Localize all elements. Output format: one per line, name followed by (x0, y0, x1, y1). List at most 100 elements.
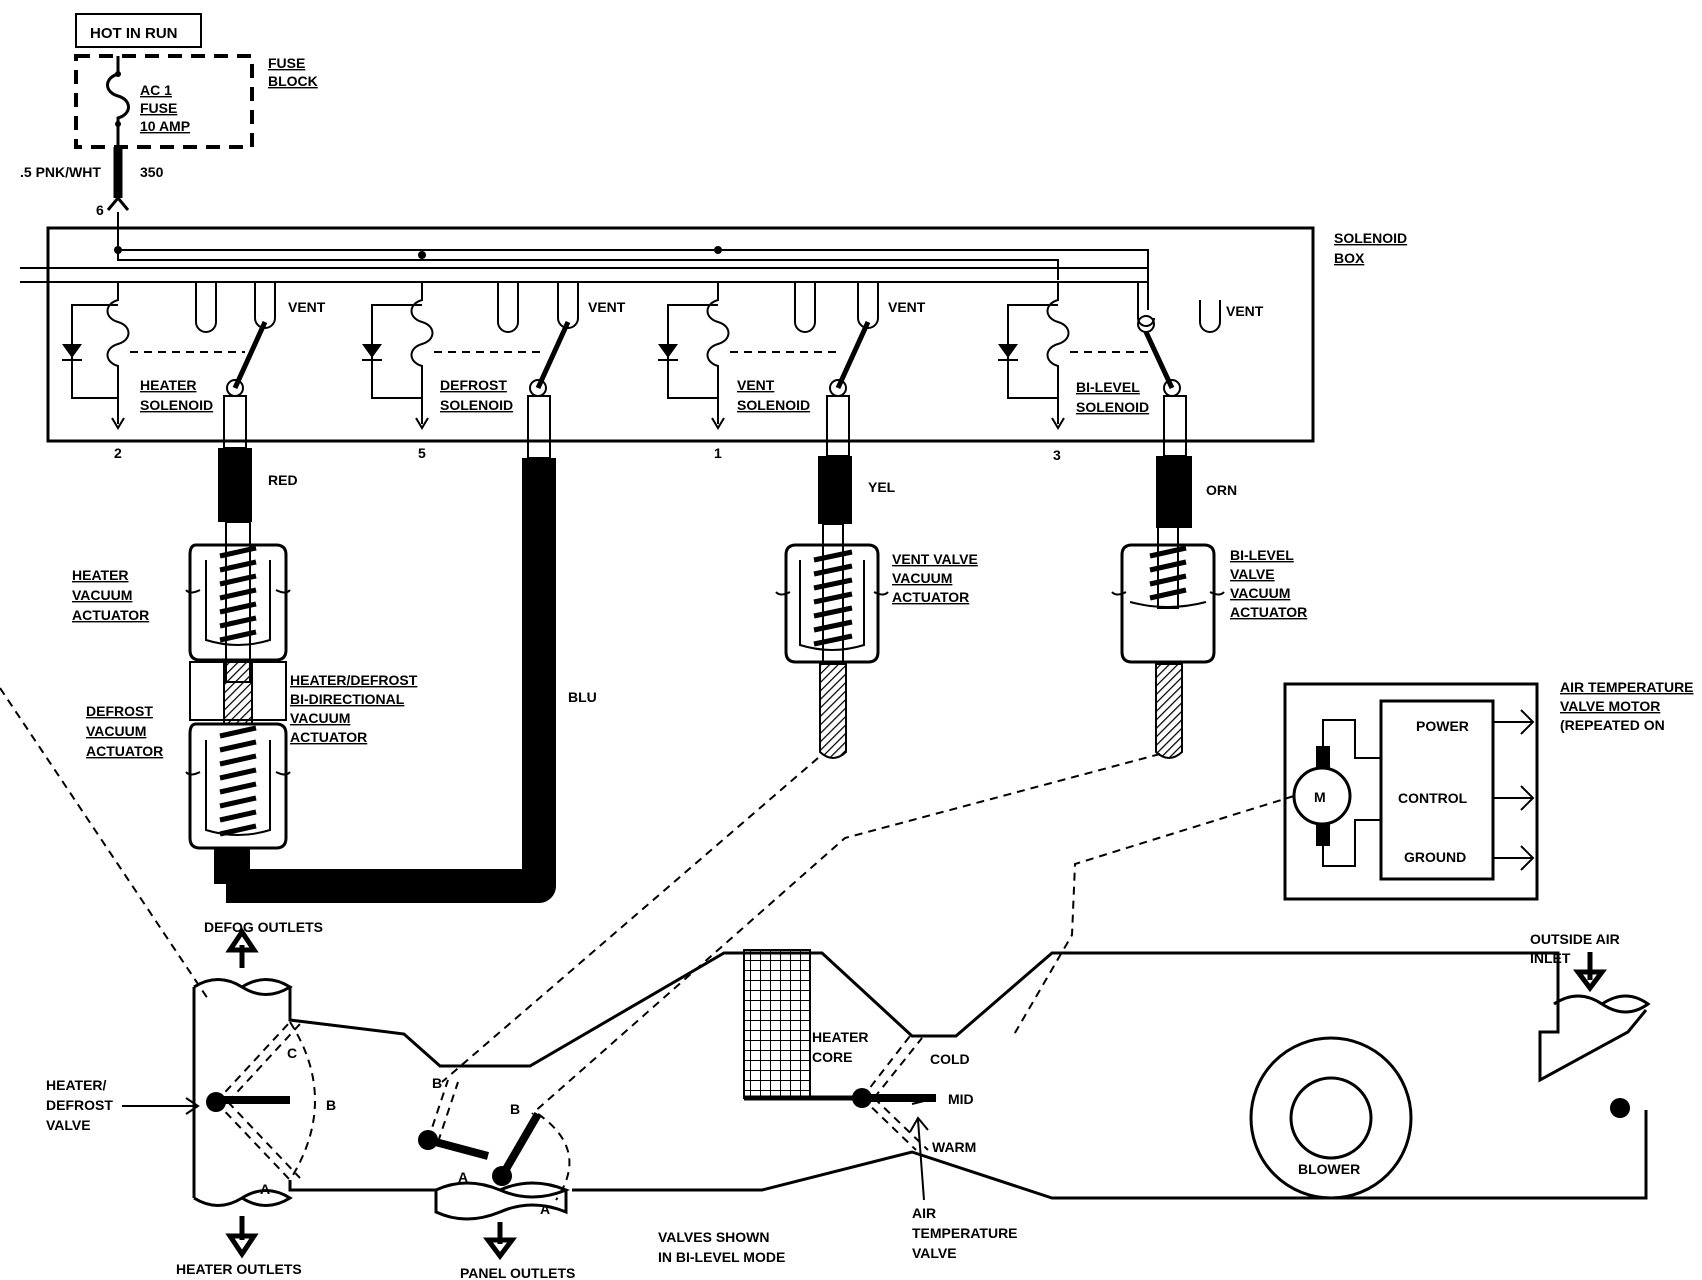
motor-lead-bottom (1322, 819, 1381, 867)
bilevel-valve-pos-a-label: A (540, 1201, 550, 1217)
solenoid-box: SOLENOID BOX VENT HEATER SOLENOID 2 (20, 212, 1407, 463)
defrost-actuator-diaphragm (205, 740, 271, 836)
heater-defrost-valve-label-3: VALVE (46, 1117, 91, 1133)
vent-actuator-housing (784, 543, 880, 664)
vent-valve-blade (426, 1136, 490, 1160)
power-bus (117, 212, 1059, 280)
heater-vent-label: VENT (288, 299, 326, 315)
defrost-linkage (0, 687, 211, 1003)
bilevel-solenoid-label-2: SOLENOID (1076, 399, 1149, 415)
motor-title-1: AIR TEMPERATURE (1560, 679, 1694, 695)
bilevel-valve-actuator: BI-LEVEL VALVE VACUUM ACTUATOR (1111, 523, 1307, 759)
defrost-port-vent (557, 282, 579, 329)
power-feed: HOT IN RUN AC 1 FUSE 10 AMP FUSE BLOCK .… (20, 13, 318, 218)
circuit-label: 350 (140, 164, 164, 180)
blower-wheel (1289, 1076, 1373, 1160)
vent-valve-pos-a-label: A (458, 1169, 468, 1185)
motor-title-2: VALVE MOTOR (1560, 698, 1660, 714)
heater-defrost-pos-b: B (326, 1097, 336, 1113)
hot-in-run-label: HOT IN RUN (90, 25, 178, 42)
vent-port-vent (857, 282, 879, 329)
heater-core-label-2: CORE (812, 1049, 852, 1065)
bilevel-actuator-label-2: VALVE (1230, 566, 1275, 582)
vent-linkage (441, 757, 819, 1083)
outside-air-door-pivot (1610, 1098, 1630, 1118)
motor-terminal-ground: GROUND (1404, 849, 1466, 865)
hot-in-run-box (75, 13, 202, 48)
solenoid-box-title-2: BOX (1334, 250, 1365, 266)
valves-note-2: IN BI-LEVEL MODE (658, 1249, 785, 1265)
defrost-solenoid-coil (410, 282, 434, 424)
heater-port-vent (254, 282, 276, 329)
motor-symbol-label: M (1314, 789, 1326, 805)
defrost-solenoid-label-2: SOLENOID (440, 397, 513, 413)
connector-6-symbol (106, 195, 130, 211)
blu-hose (226, 458, 556, 903)
bus-node-2 (418, 251, 426, 259)
yel-hose-label: YEL (868, 479, 896, 495)
bilevel-actuator-label-4: ACTUATOR (1230, 604, 1307, 620)
fuse-node-bottom (115, 121, 121, 127)
fuse-node-top (115, 71, 121, 77)
panel-outlet-arrow (483, 1222, 517, 1261)
fuse-label-3: 10 AMP (140, 118, 190, 134)
air-temp-valve-cold (861, 1035, 923, 1099)
heater-defrost-valve-label-1: HEATER/ (46, 1077, 107, 1093)
bidirectional-label-4: ACTUATOR (290, 729, 367, 745)
orn-hose-label: ORN (1206, 482, 1237, 498)
defog-outlets-label: DEFOG OUTLETS (204, 919, 323, 935)
bus-node-3 (714, 246, 722, 254)
fuse-label-1: AC 1 (140, 82, 172, 98)
red-hose (218, 448, 252, 522)
heater-outlet-pipe (193, 1189, 293, 1207)
defrost-vent-label: VENT (588, 299, 626, 315)
solenoid-box-outline (46, 226, 1315, 443)
hvac-ductwork: DEFOG OUTLETS HEATER OUTLETS PANEL OUTLE… (46, 919, 1651, 1280)
vent-valve-pos-b (427, 1079, 459, 1143)
heater-port-1 (195, 282, 217, 333)
heater-solenoid-diode (62, 344, 82, 358)
defrost-solenoid-diode (362, 344, 382, 358)
defrost-port-1 (497, 282, 519, 333)
heater-defrost-valve-label-2: DEFROST (46, 1097, 113, 1113)
vent-actuator-label-1: VENT VALVE (892, 551, 978, 567)
motor-title-3: (REPEATED ON (1560, 717, 1665, 733)
heater-defrost-actuator: HEATER VACUUM ACTUATOR DEFROST VACUUM AC… (72, 521, 418, 884)
defrost-solenoid-label-1: DEFROST (440, 377, 507, 393)
heater-valve-arm (232, 320, 268, 390)
bilevel-valve-blade (498, 1111, 542, 1179)
vent-actuator-flange (775, 591, 889, 596)
warm-label: WARM (932, 1139, 976, 1155)
defrost-actuator-spring (219, 725, 257, 837)
orn-hose (1156, 456, 1192, 528)
heater-pin-label: 2 (114, 445, 122, 461)
heater-actuator-diaphragm (205, 560, 271, 646)
vent-solenoid-coil (706, 282, 730, 424)
defrost-valve-arm (535, 320, 571, 390)
motor-terminal-control: CONTROL (1398, 790, 1468, 806)
valves-note-1: VALVES SHOWN (658, 1229, 770, 1245)
connector-6-label: 6 (96, 202, 104, 218)
heater-defrost-pos-c: C (287, 1045, 297, 1061)
heater-solenoid-label-1: HEATER (140, 377, 197, 393)
panel-outlets-label: PANEL OUTLETS (460, 1265, 575, 1280)
vacuum-hoses: RED BLU YEL ORN (218, 395, 1237, 903)
bidirectional-label-2: BI-DIRECTIONAL (290, 691, 405, 707)
air-temp-valve-label-2: TEMPERATURE (912, 1225, 1018, 1241)
bilevel-actuator-housing (1120, 543, 1216, 664)
linkage-lines (0, 687, 1295, 1115)
vent-solenoid-label-1: VENT (737, 377, 775, 393)
outside-air-inlet-label-2: INLET (1530, 950, 1571, 966)
blu-hose-stub (527, 395, 551, 459)
cold-label: COLD (930, 1051, 970, 1067)
heater-defrost-valve-arc (289, 1021, 316, 1181)
vent-actuator-label-3: ACTUATOR (892, 589, 969, 605)
vent-actuator-diaphragm (799, 560, 865, 651)
bilevel-pin-label: 3 (1053, 447, 1061, 463)
bilevel-solenoid-label-1: BI-LEVEL (1076, 379, 1140, 395)
heater-core-label-1: HEATER (812, 1029, 869, 1045)
defrost-actuator-housing (188, 722, 288, 850)
power-bus-2 (118, 249, 1149, 310)
bilevel-valve-arc (537, 1113, 571, 1201)
